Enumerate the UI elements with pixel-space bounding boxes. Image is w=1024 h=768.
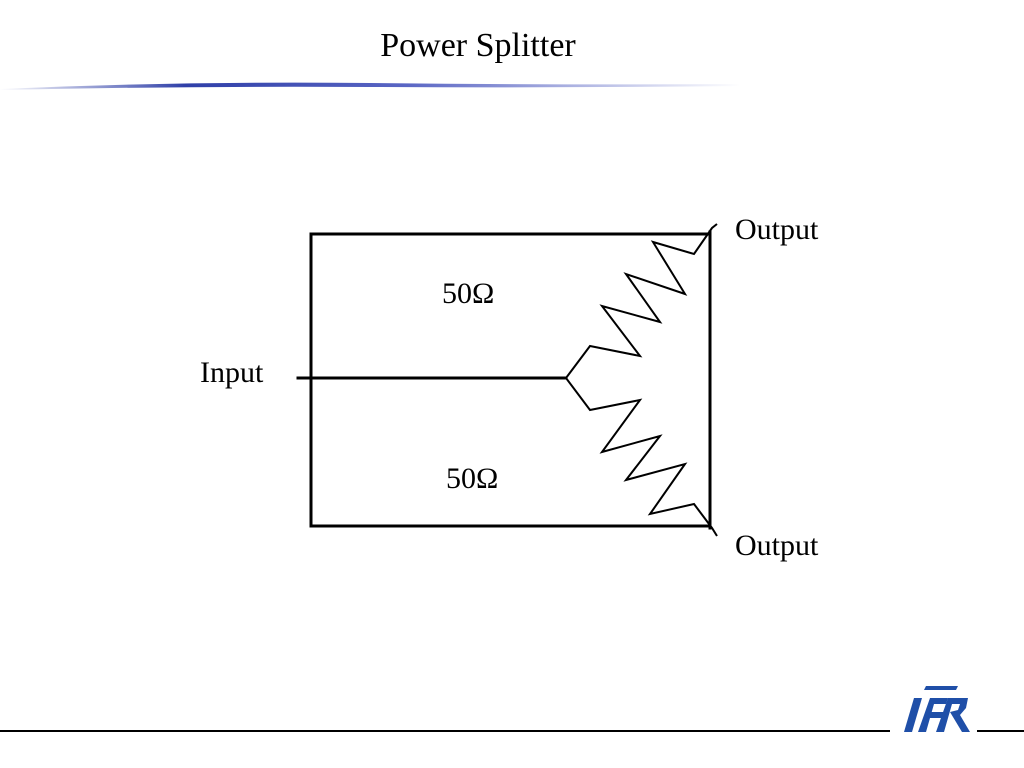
- output-bottom-label: Output: [735, 529, 819, 562]
- title-divider: [0, 82, 740, 90]
- slide-title: Power Splitter: [380, 27, 576, 64]
- input-label: Input: [200, 356, 264, 389]
- enclosure-outline: [309, 232, 712, 528]
- resistor-top-value: 50Ω: [442, 277, 494, 310]
- footer-divider-left: [0, 730, 890, 732]
- resistor-bottom-value: 50Ω: [446, 462, 498, 495]
- output-top-label: Output: [735, 213, 819, 246]
- resistor-top-zigzag: [565, 223, 718, 379]
- resistor-bottom-zigzag: [565, 377, 718, 537]
- ifr-logo: [904, 686, 970, 732]
- footer-divider-right: [977, 730, 1024, 732]
